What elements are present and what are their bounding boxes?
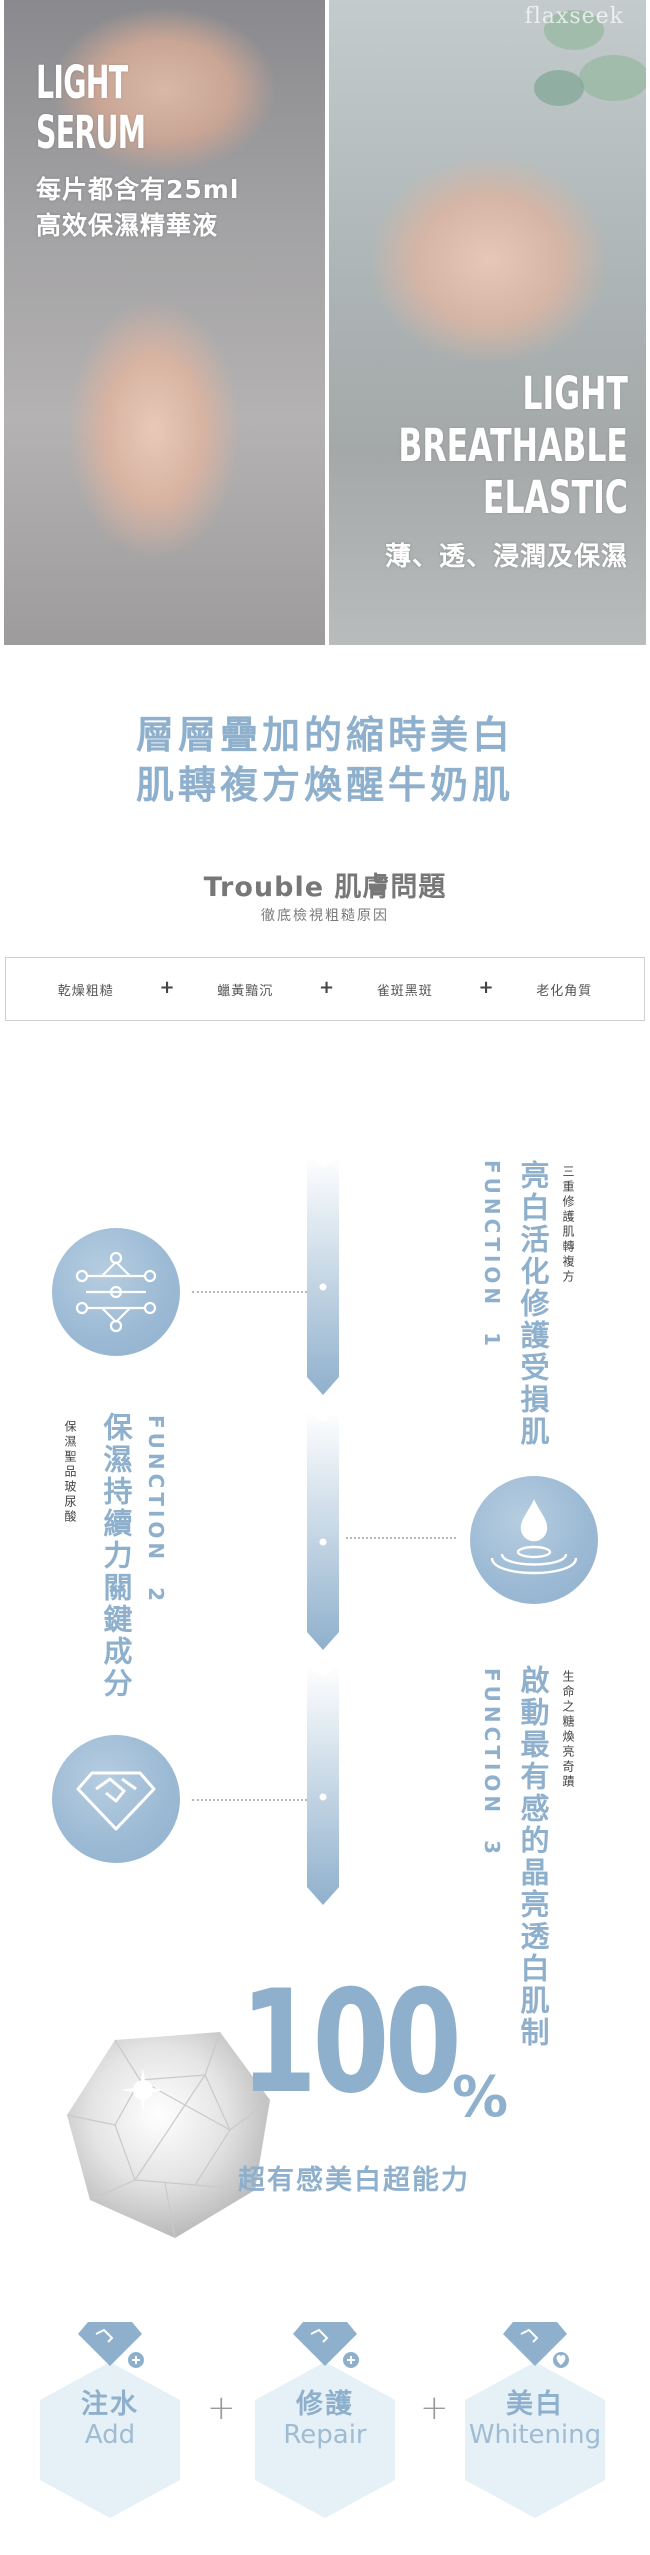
function-title: 保濕持續力關鍵成分: [99, 1412, 133, 1700]
step-add: 注水 Add: [30, 2320, 190, 2520]
flow-arrow: [307, 1665, 339, 1905]
step-title: 修護: [296, 2389, 354, 2420]
hundred-number: 100: [240, 1960, 462, 2125]
step-english: Repair: [283, 2420, 367, 2450]
plus-icon: +: [207, 2388, 236, 2428]
hero-right-subtitle: 薄、透、浸潤及保濕: [384, 542, 628, 572]
trouble-subtitle: 徹底檢視粗糙原因: [261, 908, 389, 924]
leaf-decoration: [534, 70, 584, 106]
function-note: 保濕聖品玻尿酸: [63, 1420, 77, 1525]
hero-photo-serum: LIGHT SERUM 每片都含有25ml 高效保濕精華液: [4, 0, 325, 645]
hero-photo-mask: flaxseek LIGHT BREATHABLE ELASTIC 薄、透、浸潤…: [329, 0, 646, 645]
function-title: 啟動最有感的晶亮透白肌制: [516, 1665, 550, 2049]
trouble-item: 雀斑黑斑: [376, 983, 433, 999]
water-drop-icon: [470, 1476, 598, 1604]
hero-section: LIGHT SERUM 每片都含有25ml 高效保濕精華液 flaxseek L…: [0, 0, 650, 645]
trouble-item: 老化角質: [536, 983, 593, 999]
trouble-title: Trouble 肌膚問題: [203, 872, 447, 903]
step-whitening: 美白 Whitening: [455, 2320, 615, 2520]
function-title: 亮白活化修護受損肌: [516, 1160, 550, 1448]
step-repair: 修護 Repair: [245, 2320, 405, 2520]
main-headline: 層層疊加的縮時美白 肌轉複方煥醒牛奶肌: [135, 713, 514, 807]
function-label: FUNCTION 1: [480, 1160, 504, 1351]
hero-right-title: LIGHT BREATHABLE ELASTIC: [398, 367, 628, 524]
brand-mark: flaxseek: [524, 4, 624, 29]
flow-arrow: [307, 1155, 339, 1395]
molecule-icon: [52, 1228, 180, 1356]
step-english: Add: [84, 2420, 136, 2450]
connector-line: [346, 1537, 456, 1539]
step-title: 美白: [506, 2389, 564, 2420]
trouble-item: 蠟黃黯沉: [217, 983, 274, 999]
function-label: FUNCTION 2: [144, 1415, 168, 1606]
step-title: 注水: [81, 2389, 139, 2420]
connector-line: [192, 1291, 307, 1293]
hero-left-title: LIGHT SERUM: [36, 56, 146, 159]
step-english: Whitening: [468, 2420, 602, 2450]
function-note: 三重修護肌轉複方: [561, 1165, 575, 1285]
connector-line: [192, 1799, 307, 1801]
function-note: 生命之糖煥亮奇蹟: [561, 1670, 575, 1790]
leaf-decoration: [579, 55, 646, 101]
trouble-item: 乾燥粗糙: [57, 983, 114, 999]
plus-icon: +: [420, 2388, 449, 2428]
hundred-subtitle: 超有感美白超能力: [238, 2165, 470, 2196]
function-label: FUNCTION 3: [480, 1668, 504, 1859]
diamond-gem-image: [55, 2020, 290, 2250]
diamond-icon: [52, 1735, 180, 1863]
hero-left-subtitle: 每片都含有25ml 高效保濕精華液: [36, 175, 240, 240]
leaf-decoration: [544, 10, 604, 50]
flow-arrow: [307, 1410, 339, 1650]
percent-sign: %: [452, 2065, 509, 2130]
trouble-list: 乾燥粗糙 + 蠟黃黯沉 + 雀斑黑斑 + 老化角質: [5, 957, 645, 1021]
